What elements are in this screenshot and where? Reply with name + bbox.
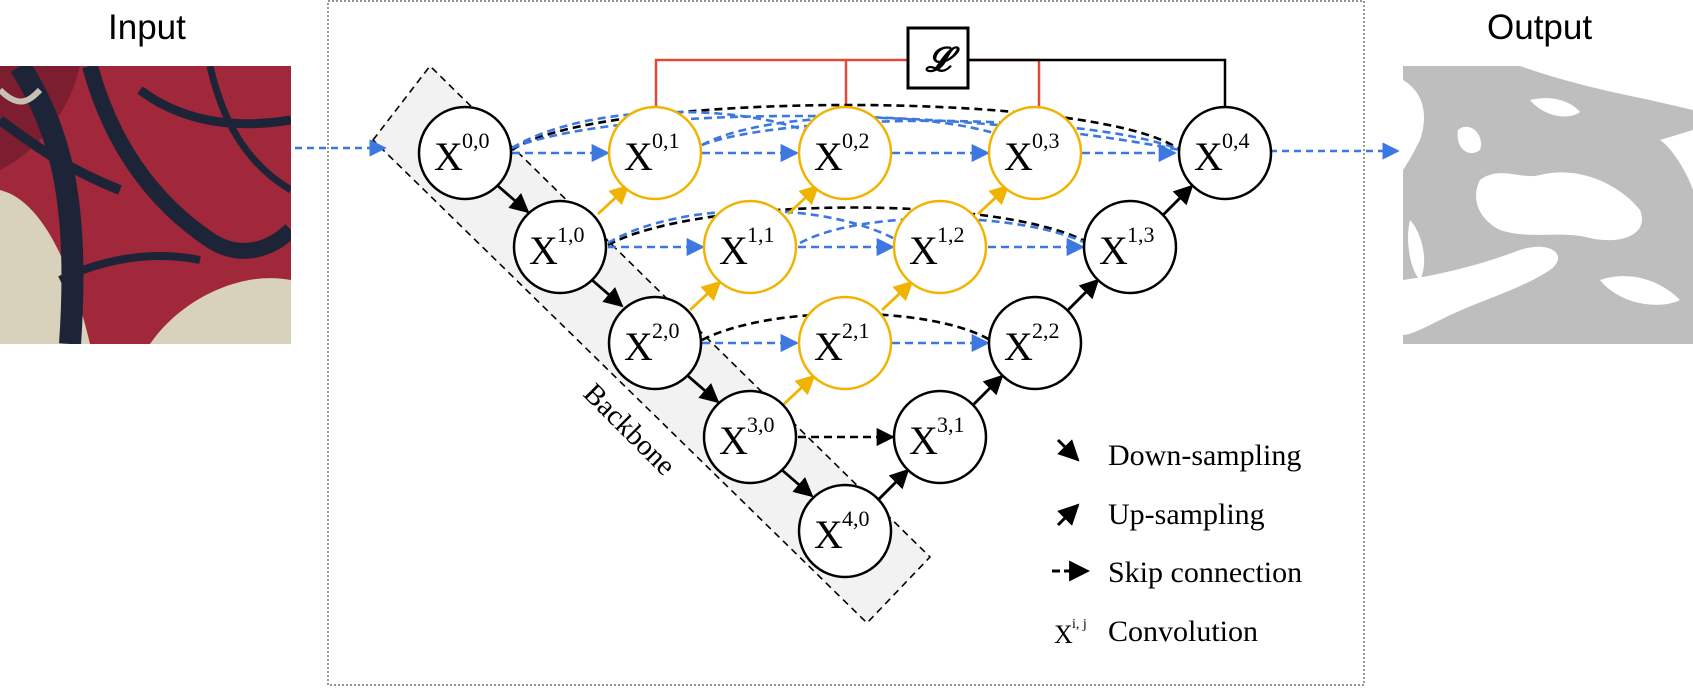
node-x-1-3-base: X <box>1099 228 1128 273</box>
legend-down-sampling-label: Down-sampling <box>1108 439 1301 472</box>
node-x-2-1-sup: 2,1 <box>842 318 870 343</box>
down-arrow-icon <box>1056 438 1080 462</box>
node-x-0-4: X 0,4 <box>1177 105 1273 201</box>
node-x-2-0-base: X <box>624 324 653 369</box>
node-x-0-0-sup: 0,0 <box>462 128 490 153</box>
node-x-1-3-sup: 1,3 <box>1127 222 1155 247</box>
node-x-0-3-base: X <box>1004 134 1033 179</box>
node-x-2-2: X 2,2 <box>987 295 1083 391</box>
node-x-1-2-base: X <box>909 228 938 273</box>
node-x-3-1-sup: 3,1 <box>937 412 965 437</box>
legend-skip-connection-label: Skip connection <box>1108 556 1302 589</box>
node-x-1-0: X 1,0 <box>512 199 608 295</box>
horizontal-skip-arrows <box>512 143 1177 353</box>
node-x-1-3: X 1,3 <box>1082 199 1178 295</box>
node-x-3-0: X 3,0 <box>702 389 798 485</box>
legend-up-sampling: Up-sampling <box>1056 498 1265 531</box>
node-x-2-1: X 2,1 <box>797 295 893 391</box>
node-x-3-1: X 3,1 <box>892 389 988 485</box>
legend-down-sampling: Down-sampling <box>1056 438 1301 472</box>
deep-supervision-lines <box>654 58 1227 107</box>
input-image <box>0 66 291 344</box>
legend-convolution-label: Convolution <box>1108 615 1258 648</box>
down-sampling-arrows <box>497 184 814 498</box>
node-x-0-2-sup: 0,2 <box>842 128 870 153</box>
node-x-0-2: X 0,2 <box>797 105 893 201</box>
node-x-1-0-base: X <box>529 228 558 273</box>
node-x-1-1-sup: 1,1 <box>747 222 775 247</box>
loss-box: 𝓛 <box>906 26 970 90</box>
legend-skip-connection: Skip connection <box>1052 556 1302 589</box>
node-x-3-1-base: X <box>909 418 938 463</box>
node-x-3-0-base: X <box>719 418 748 463</box>
node-x-0-0-base: X <box>434 134 463 179</box>
node-x-2-1-base: X <box>814 324 843 369</box>
node-x-0-4-base: X <box>1194 134 1223 179</box>
node-x-1-2: X 1,2 <box>892 199 988 295</box>
node-x-1-2-sup: 1,2 <box>937 222 965 247</box>
up-sampling-arrows <box>877 184 1194 501</box>
output-label: Output <box>1487 8 1593 47</box>
node-x-2-2-base: X <box>1004 324 1033 369</box>
node-x-0-0: X 0,0 <box>417 105 513 201</box>
node-x-2-0-sup: 2,0 <box>652 318 680 343</box>
node-x-1-1: X 1,1 <box>702 199 798 295</box>
node-x-1-1-base: X <box>719 228 748 273</box>
network-frame <box>327 0 1365 686</box>
output-image <box>1403 66 1693 344</box>
node-x-0-4-sup: 0,4 <box>1222 128 1250 153</box>
convolution-symbol: X <box>1054 620 1073 649</box>
node-x-0-3: X 0,3 <box>987 105 1083 201</box>
node-x-3-0-sup: 3,0 <box>747 412 775 437</box>
node-x-4-0: X 4,0 <box>797 483 893 579</box>
nested-up-sampling-arrows <box>597 184 1010 406</box>
node-x-2-2-sup: 2,2 <box>1032 318 1060 343</box>
node-x-0-3-sup: 0,3 <box>1032 128 1060 153</box>
legend-convolution: X i, j Convolution <box>1054 615 1258 649</box>
node-x-0-1: X 0,1 <box>607 105 703 201</box>
convolution-symbol-sup: i, j <box>1072 617 1087 632</box>
node-x-4-0-base: X <box>814 512 843 557</box>
up-arrow-icon <box>1056 503 1080 527</box>
input-label: Input <box>108 8 186 47</box>
legend-up-sampling-label: Up-sampling <box>1108 498 1265 531</box>
legend: Down-sampling Up-sampling Skip connectio… <box>1052 438 1302 649</box>
node-x-0-1-base: X <box>624 134 653 179</box>
node-x-0-1-sup: 0,1 <box>652 128 680 153</box>
node-x-4-0-sup: 4,0 <box>842 506 870 531</box>
node-x-0-2-base: X <box>814 134 843 179</box>
node-x-2-0: X 2,0 <box>607 295 703 391</box>
node-x-1-0-sup: 1,0 <box>557 222 585 247</box>
